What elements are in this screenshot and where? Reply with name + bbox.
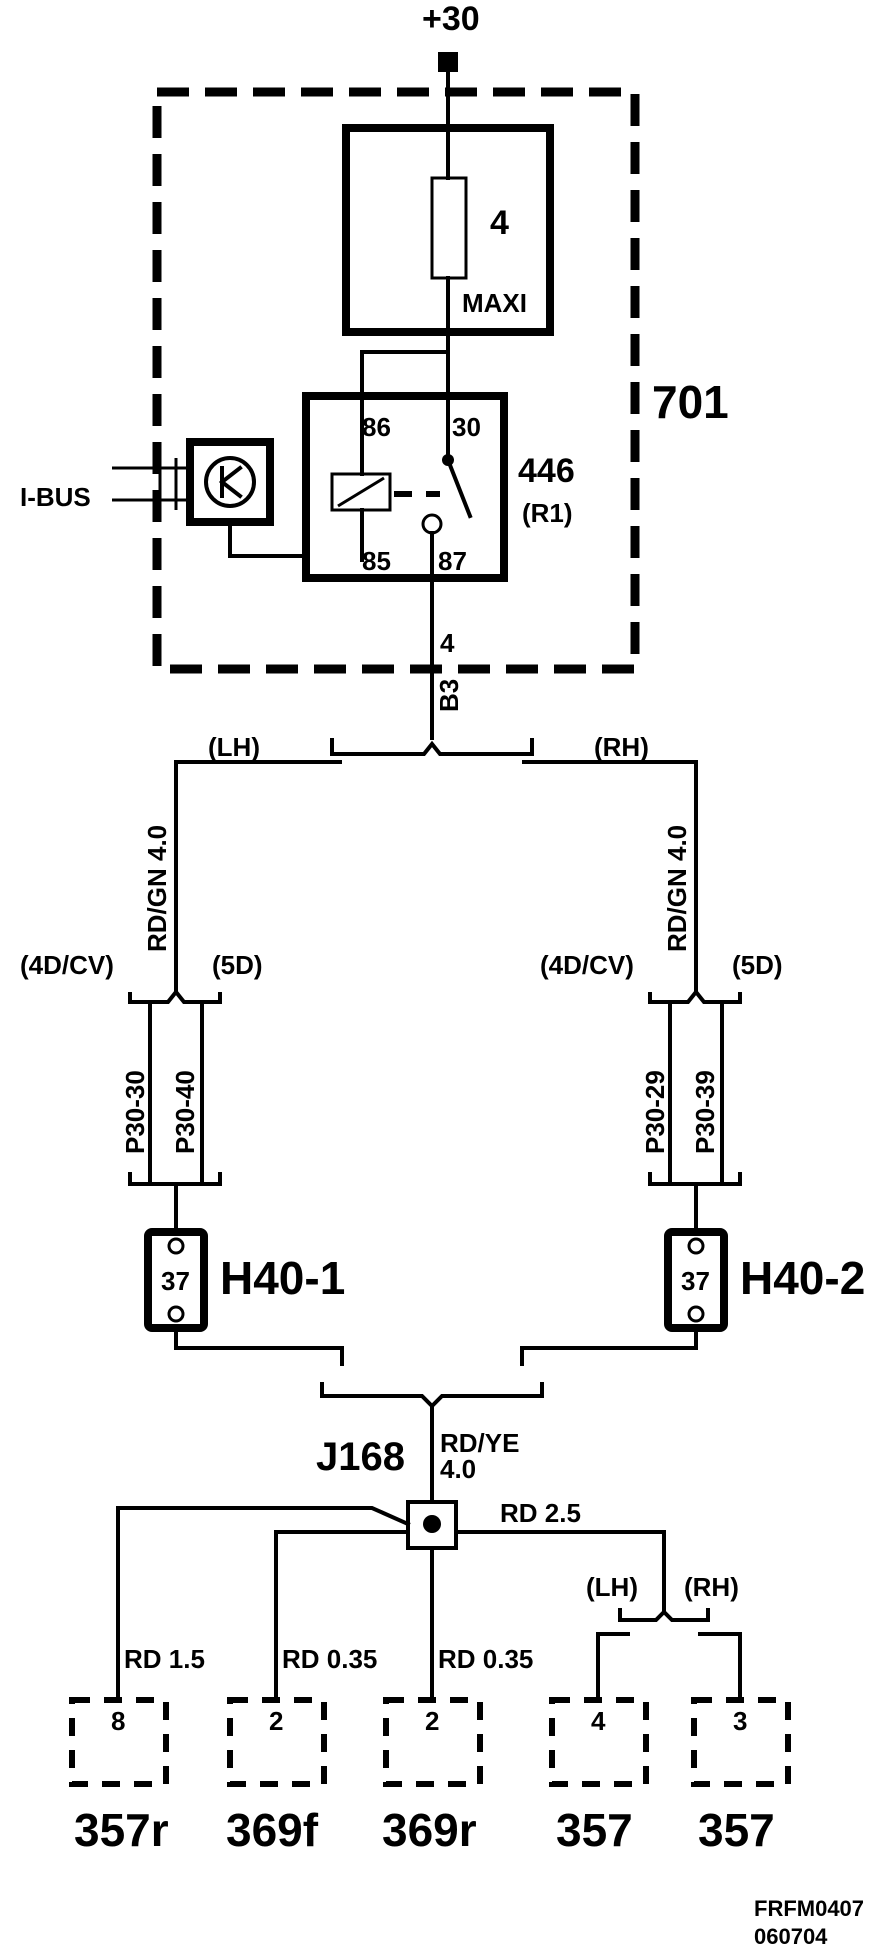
relay-box: [302, 392, 508, 582]
relay-contact-87: [421, 513, 443, 535]
left-pin-a: P30-30: [120, 1070, 150, 1154]
component-357-lh: 357: [556, 1804, 633, 1856]
junction-node: [423, 1515, 441, 1533]
junction-code: J168: [316, 1435, 405, 1479]
split-left-label: (LH): [586, 1572, 638, 1602]
footer-date: 060704: [754, 1924, 828, 1949]
left-variant-b: (5D): [212, 950, 263, 980]
connector-357-rh: [691, 1697, 791, 1787]
relay-pin-87: 87: [438, 546, 467, 576]
feed-wire-357r: [116, 1506, 411, 1700]
relay-pin-85: 85: [362, 546, 391, 576]
feed-wire-357: [454, 1530, 666, 1614]
footer-ref: FRFM0407: [754, 1896, 864, 1921]
component-369f: 369f: [226, 1804, 319, 1856]
connector-357r: [69, 1697, 169, 1787]
component-369r: 369r: [382, 1804, 477, 1856]
feed-wire-label-2: RD 0.35: [282, 1644, 377, 1674]
split-bracket-top: [330, 738, 534, 756]
join-bracket: [320, 1382, 544, 1409]
relay-switch-arm: [445, 457, 473, 519]
relay-ref: (R1): [522, 498, 573, 528]
split-right-label: (RH): [684, 1572, 739, 1602]
left-fuse-code: H40-1: [220, 1252, 345, 1304]
connector-pin-357r: 8: [111, 1706, 125, 1736]
connector-357-lh: [549, 1697, 649, 1787]
right-pin-a: P30-29: [640, 1070, 670, 1154]
component-357-rh: 357: [698, 1804, 775, 1856]
junction-wire-color: RD/YE: [440, 1428, 519, 1458]
fuse-number: 4: [490, 204, 509, 242]
bus-module-box: [186, 438, 274, 526]
transistor-icon: [204, 456, 256, 508]
supply-label: +30: [422, 0, 480, 38]
connector-pin-369r: 2: [425, 1706, 439, 1736]
connector-pin-357-lh: 4: [591, 1706, 606, 1736]
feed-wire-label-4: RD 2.5: [500, 1498, 581, 1528]
right-wire-label: RD/GN 4.0: [662, 825, 692, 952]
right-variant-b: (5D): [732, 950, 783, 980]
bus-label: I-BUS: [20, 482, 91, 512]
feed-wire-369f: [274, 1530, 410, 1700]
output-connector: B3: [434, 679, 464, 712]
feed-wire-label-3: RD 0.35: [438, 1644, 533, 1674]
connector-pin-357-rh: 3: [733, 1706, 747, 1736]
left-pin-b: P30-40: [170, 1070, 200, 1154]
fuse-type: MAXI: [462, 288, 527, 318]
junction-wire-size: 4.0: [440, 1454, 476, 1484]
central-unit-code: 701: [652, 376, 729, 428]
relay-pin-86: 86: [362, 412, 391, 442]
left-variant-a: (4D/CV): [20, 950, 114, 980]
output-pin: 4: [440, 628, 455, 658]
supply-terminal: [438, 52, 458, 72]
connector-369r: [383, 1697, 483, 1787]
connector-369f: [227, 1697, 327, 1787]
feed-wire-label-1: RD 1.5: [124, 1644, 205, 1674]
right-variant-a: (4D/CV): [540, 950, 634, 980]
connector-pin-369f: 2: [269, 1706, 283, 1736]
left-wire-label: RD/GN 4.0: [142, 825, 172, 952]
central-unit-box: [152, 87, 640, 674]
right-side-label: (RH): [594, 732, 649, 762]
left-fuse-value: 37: [161, 1266, 190, 1296]
relay-pin-30: 30: [452, 412, 481, 442]
right-fuse-value: 37: [681, 1266, 710, 1296]
right-fuse-code: H40-2: [740, 1252, 865, 1304]
relay-code: 446: [518, 452, 575, 490]
right-pin-b: P30-39: [690, 1070, 720, 1154]
component-357r: 357r: [74, 1804, 169, 1856]
left-side-label: (LH): [208, 732, 260, 762]
fuse-element: [430, 176, 468, 280]
